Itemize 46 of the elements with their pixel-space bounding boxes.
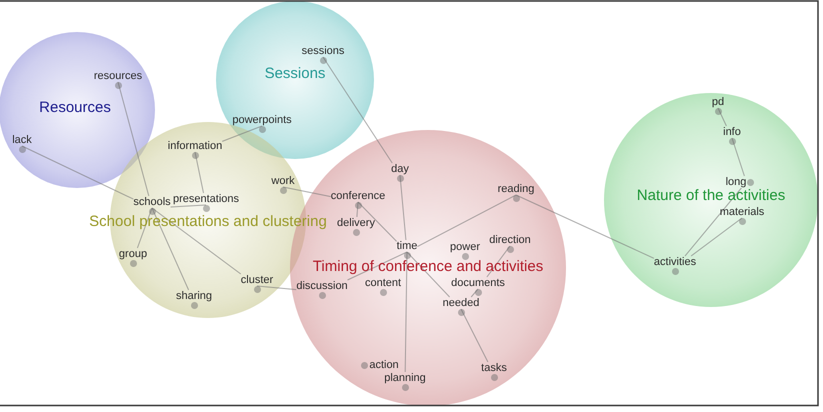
concept-label: content <box>364 277 402 289</box>
concept-label: lack <box>12 134 32 146</box>
connector-line <box>347 252 408 280</box>
concept-label: time <box>396 240 418 252</box>
concept-label: delivery <box>337 217 375 229</box>
concept-label: schools <box>133 196 171 208</box>
concept-label: presentations <box>172 193 240 205</box>
connector-line <box>516 194 654 259</box>
concept-label: documents <box>451 277 505 289</box>
concept-label: planning <box>384 372 426 384</box>
concept-label: reading <box>498 183 534 195</box>
connector-line <box>152 208 242 274</box>
connector-line <box>684 188 742 256</box>
concept-label: information <box>168 140 222 152</box>
connector-line <box>416 194 516 248</box>
theme-label: Nature of the activities <box>636 188 786 204</box>
connector-line <box>358 202 398 242</box>
connector-line <box>170 204 206 208</box>
concept-label: power <box>450 241 480 253</box>
concept-label: cluster <box>240 274 274 286</box>
theme-label: Resources <box>39 100 111 116</box>
connector-line <box>222 126 262 142</box>
concept-label: info <box>723 126 741 138</box>
concept-label: activities <box>654 256 696 268</box>
concept-label: sharing <box>176 290 212 302</box>
theme-label: Timing of conference and activities <box>312 259 544 275</box>
concept-label: direction <box>489 234 531 246</box>
connector-line <box>22 146 134 200</box>
concept-label: work <box>271 175 295 187</box>
concept-label: materials <box>720 206 764 218</box>
concept-label: sessions <box>302 45 344 57</box>
connector-line <box>282 186 332 198</box>
concept-label: discussion <box>296 280 348 292</box>
concept-label: conference <box>330 190 386 202</box>
concept-label: needed <box>442 297 480 309</box>
connector-line <box>690 218 742 256</box>
concept-label: tasks <box>481 362 507 374</box>
concept-label: resources <box>94 70 142 82</box>
theme-label: School presentations and clustering <box>89 214 327 230</box>
theme-label: Sessions <box>264 66 326 82</box>
concept-label: day <box>391 163 409 175</box>
concept-label: action <box>369 359 399 371</box>
concept-label: group <box>118 248 148 260</box>
concept-label: pd <box>712 96 724 108</box>
concept-label: long <box>726 176 746 188</box>
concept-label: powerpoints <box>232 114 292 126</box>
